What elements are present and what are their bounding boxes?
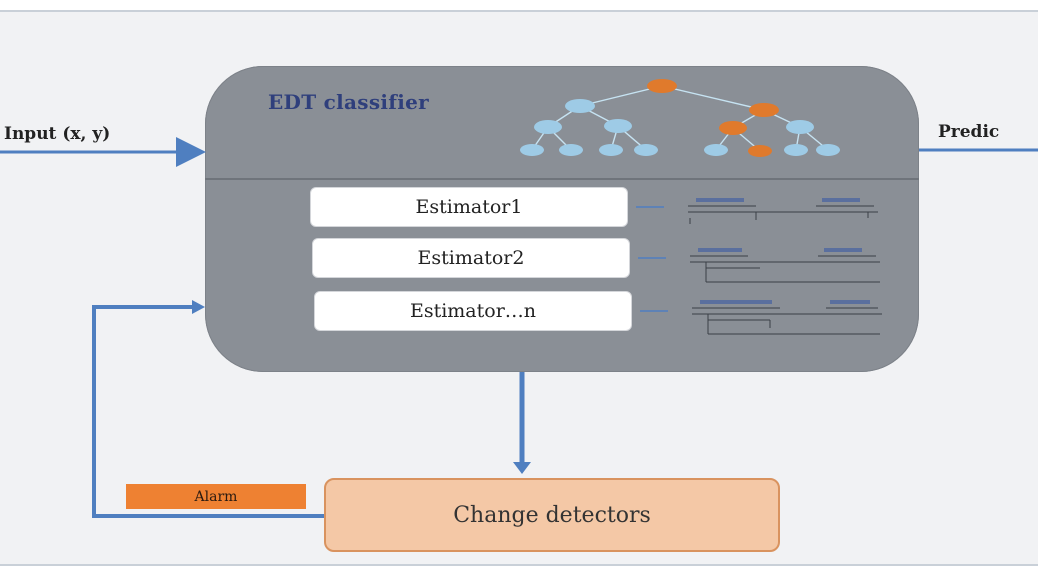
tree-nodes (520, 79, 840, 157)
input-label: Input (x, y) (4, 124, 111, 144)
bottom-border (0, 564, 1038, 566)
tree-leaf (784, 144, 808, 156)
top-border (0, 10, 1038, 12)
feedback-arrowhead (192, 300, 205, 314)
tree-leaf (816, 144, 840, 156)
classifier-to-detector-arrowhead (513, 462, 531, 474)
tree-leaf (599, 144, 623, 156)
estimator-1-stat-table (688, 198, 878, 224)
tree-leaf (634, 144, 658, 156)
output-label: Predic (938, 122, 1000, 142)
tree-leaf (559, 144, 583, 156)
tree-node (565, 99, 595, 113)
estimator-1-box: Estimator1 (310, 187, 628, 227)
tree-node-highlight (719, 121, 747, 135)
tree-node (534, 120, 562, 134)
change-detectors-box: Change detectors (324, 478, 780, 552)
feedback-line (92, 305, 324, 518)
estimator-output-arrows (636, 206, 668, 312)
decision-tree-icon (531, 85, 829, 152)
tree-node-highlight (749, 103, 779, 117)
tree-leaf (704, 144, 728, 156)
estimator-n-box: Estimator…n (314, 291, 632, 331)
alarm-label: Alarm (126, 484, 306, 509)
tree-leaf (520, 144, 544, 156)
classifier-divider (205, 178, 919, 180)
estimator-n-stat-table (692, 300, 882, 335)
tree-node (604, 119, 632, 133)
tree-node (786, 120, 814, 134)
tree-leaf-highlight (748, 145, 772, 157)
estimator-2-box: Estimator2 (312, 238, 630, 278)
classifier-title: EDT classifier (268, 90, 429, 114)
estimator-2-stat-table (690, 248, 880, 283)
tree-root-node (647, 79, 677, 93)
